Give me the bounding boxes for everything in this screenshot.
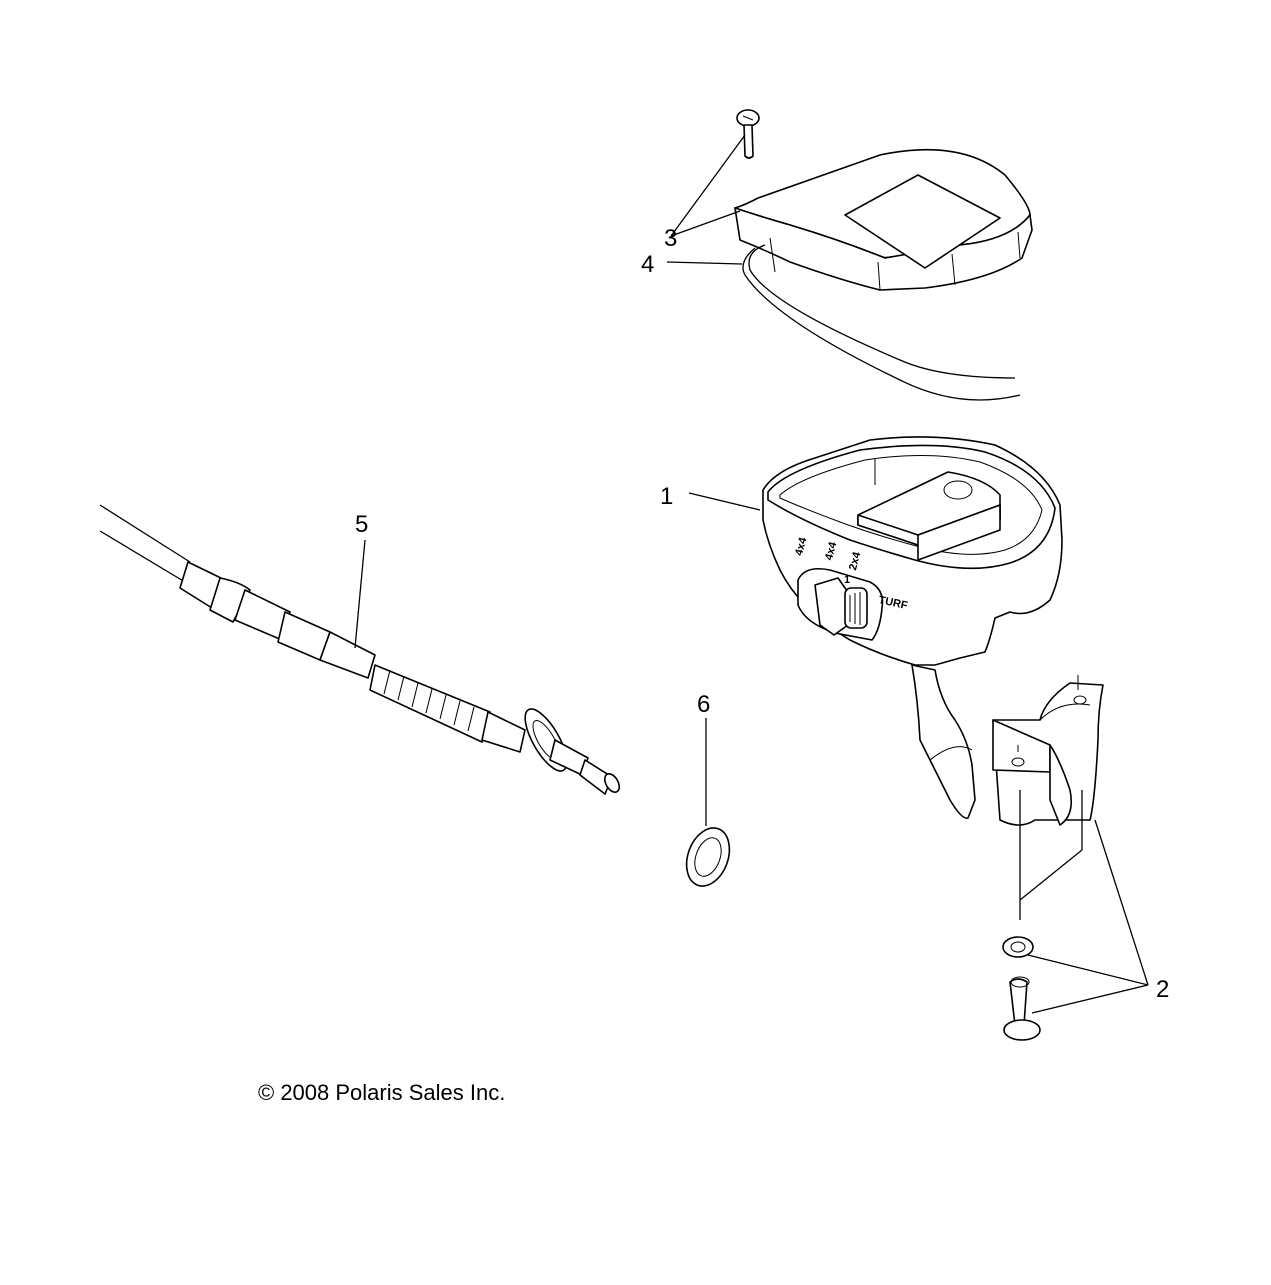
callout-5: 5 bbox=[355, 511, 368, 538]
switch-label-awd: 4x4 bbox=[793, 535, 810, 557]
switch-label-one: 1 bbox=[844, 574, 850, 586]
copyright-notice: © 2008 Polaris Sales Inc. bbox=[258, 1080, 505, 1105]
callout-4: 4 bbox=[641, 251, 654, 278]
cover-screw bbox=[736, 109, 760, 159]
callout-3: 3 bbox=[664, 225, 677, 252]
switch-label-4x4: 4x4 bbox=[823, 540, 840, 562]
cover-plate bbox=[734, 148, 1033, 291]
switch-label-2x4: 2x4 bbox=[847, 550, 864, 572]
part-4-gasket bbox=[666, 244, 1021, 401]
part-3-cover-assembly bbox=[670, 109, 1033, 291]
part-2-clamp-assembly bbox=[992, 675, 1149, 1041]
part-5-cable bbox=[99, 504, 621, 795]
part-1-switch-housing: 4x4 4x4 2x4 1 TURF bbox=[688, 436, 1063, 819]
callout-2: 2 bbox=[1156, 976, 1169, 1003]
callout-6: 6 bbox=[697, 691, 710, 718]
callout-1: 1 bbox=[660, 483, 673, 510]
part-6-washer bbox=[685, 718, 731, 887]
